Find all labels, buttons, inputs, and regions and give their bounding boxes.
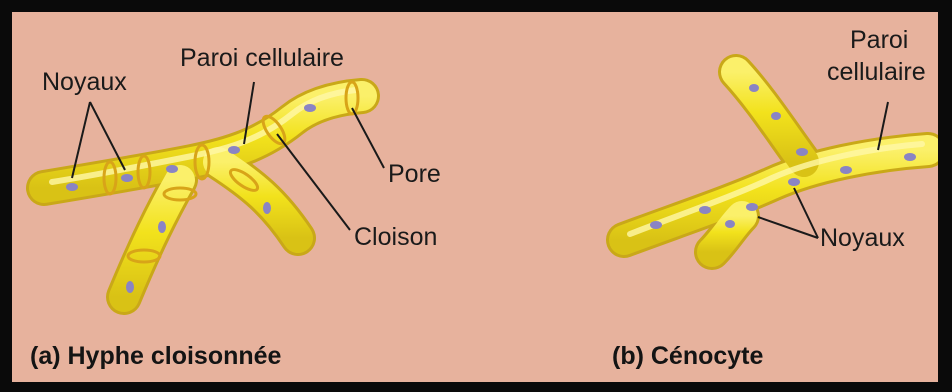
nucleus	[304, 104, 316, 112]
label-paroi-line2-b: cellulaire	[827, 60, 926, 85]
nucleus	[121, 174, 133, 182]
nucleus	[699, 206, 711, 214]
nucleus	[840, 166, 852, 174]
nucleus	[796, 148, 808, 156]
nucleus	[228, 146, 240, 154]
nucleus	[725, 220, 735, 228]
label-pore: Pore	[388, 162, 441, 187]
nucleus	[771, 112, 781, 120]
nucleus	[749, 84, 759, 92]
caption-panel-a: (a) Hyphe cloisonnée	[30, 344, 281, 369]
nucleus	[746, 203, 758, 211]
label-cloison: Cloison	[354, 225, 437, 250]
label-noyaux-b: Noyaux	[820, 226, 905, 251]
nucleus	[166, 165, 178, 173]
hyphae-illustration	[12, 12, 938, 382]
label-paroi-cellulaire-a: Paroi cellulaire	[180, 46, 344, 71]
label-noyaux-a: Noyaux	[42, 70, 127, 95]
nucleus	[263, 202, 271, 214]
nucleus	[126, 281, 134, 293]
caption-panel-b: (b) Cénocyte	[612, 344, 763, 369]
nucleus	[158, 221, 166, 233]
nucleus	[650, 221, 662, 229]
septate-hypha	[44, 90, 362, 297]
nucleus	[66, 183, 78, 191]
nucleus	[904, 153, 916, 161]
label-paroi-line1-b: Paroi	[850, 28, 908, 53]
nucleus	[788, 178, 800, 186]
